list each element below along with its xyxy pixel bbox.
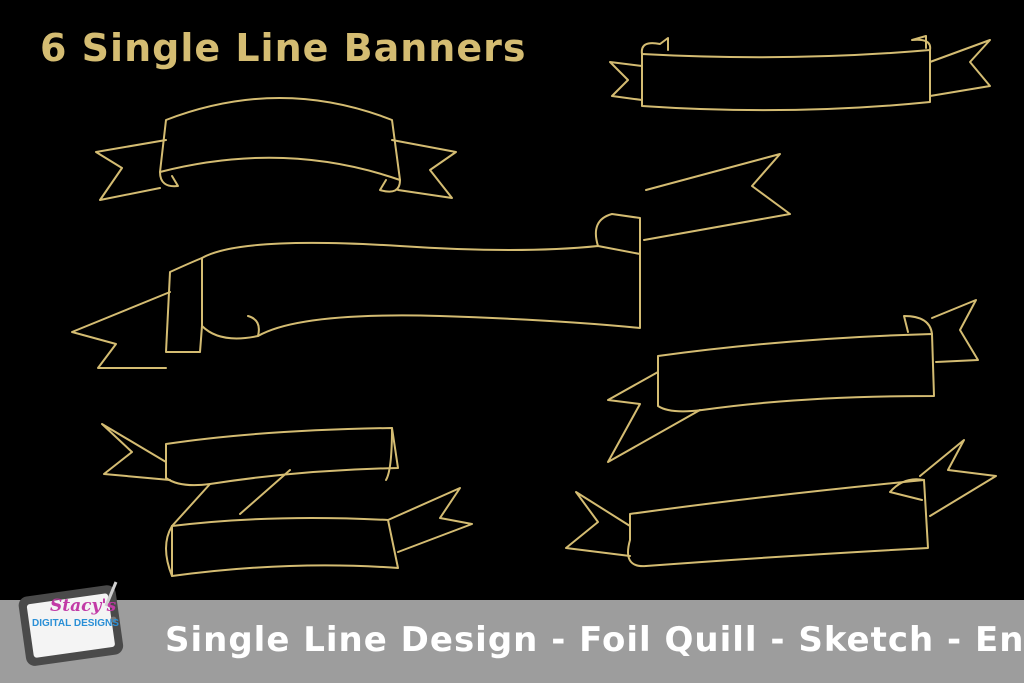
banner-bottom-right-icon: [565, 439, 997, 568]
banner-zfold-icon: [101, 423, 473, 577]
banner-straight-icon: [609, 35, 991, 112]
banner-illustrations: [71, 35, 997, 577]
brand-logo: Stacy's DIGITAL DESIGNS: [10, 576, 140, 676]
banner-arch-icon: [95, 97, 457, 201]
logo-subtitle: DIGITAL DESIGNS: [32, 618, 119, 629]
logo-wordmark: Stacy's: [50, 596, 117, 616]
page-title: 6 Single Line Banners: [40, 26, 527, 70]
banner-right-middle-icon: [607, 299, 979, 463]
banner-wavy-icon: [71, 153, 791, 369]
footer-band: Single Line Design - Foil Quill - Sketch…: [0, 600, 1024, 683]
tablet-stylus-icon: [18, 581, 124, 666]
footer-tagline: Single Line Design - Foil Quill - Sketch…: [165, 620, 1024, 660]
